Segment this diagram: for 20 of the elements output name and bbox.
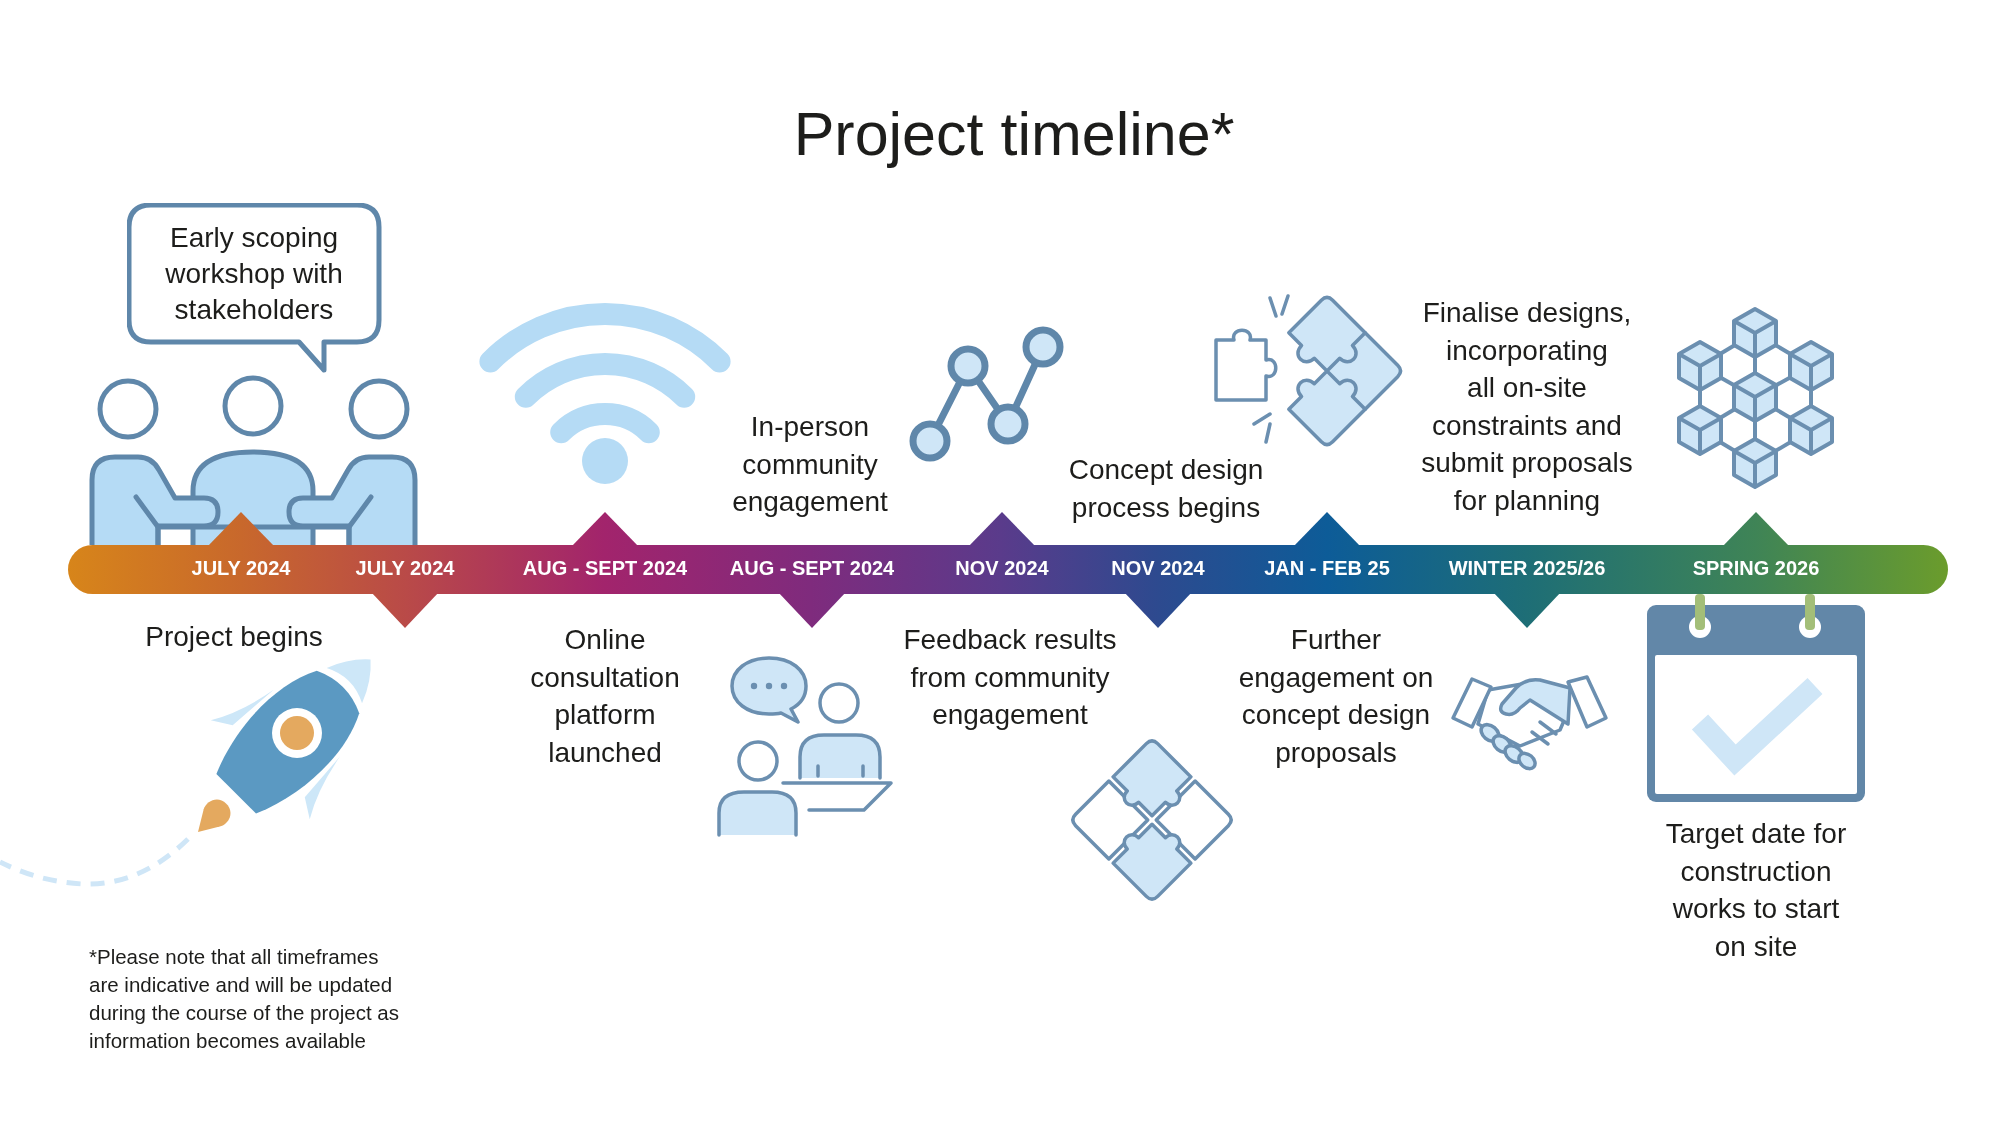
event-text: Finalise designs, incorporating all on-site constraints and submit proposals for planning <box>1421 296 1633 518</box>
event-text: Feedback results from community engagement <box>903 623 1117 732</box>
bubble-text: Early scoping workshop with stakeholders <box>165 221 343 327</box>
speech-bubble <box>127 203 382 375</box>
event-text: Concept design process begins <box>1068 453 1264 525</box>
date-label: NOV 2024 <box>1111 558 1205 578</box>
event-text: Further engagement on concept design proposals <box>1238 623 1434 770</box>
date-label: AUG - SEPT 2024 <box>729 558 895 578</box>
date-label: WINTER 2025/26 <box>1448 558 1606 578</box>
date-label: AUG - SEPT 2024 <box>522 558 688 578</box>
date-label: JULY 2024 <box>191 558 291 578</box>
date-label: NOV 2024 <box>955 558 1049 578</box>
date-label: SPRING 2026 <box>1692 558 1820 578</box>
footnote-text: *Please note that all timeframes are indicative and will be updated during the course of the project as information becomes available <box>89 944 399 1054</box>
date-label: JULY 2024 <box>355 558 455 578</box>
event-text: Target date for construction works to start on site <box>1665 817 1847 964</box>
event-text: In-person community engagement <box>732 410 888 519</box>
event-text: Online consultation platform launched <box>530 623 680 770</box>
event-text: Project begins <box>145 620 323 654</box>
date-label: JAN - FEB 25 <box>1264 558 1390 578</box>
